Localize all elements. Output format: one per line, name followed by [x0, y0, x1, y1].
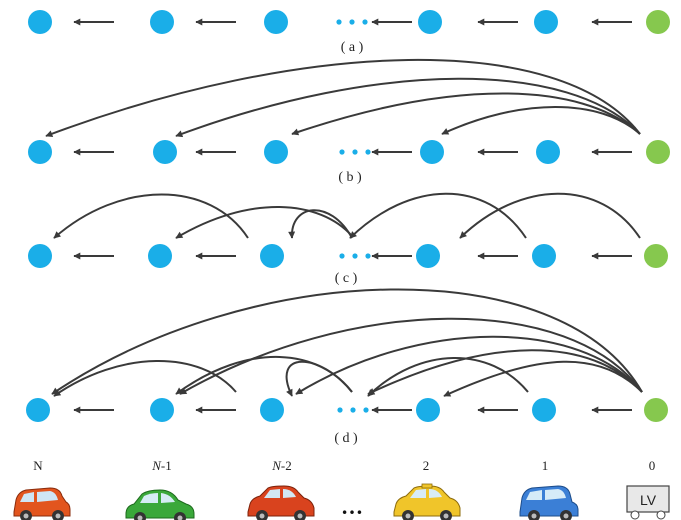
car-icon-N-1: [125, 489, 195, 520]
row-d-combined-arrows: [51, 288, 643, 397]
node-N1-c: [148, 244, 172, 268]
node-leader-c: [644, 244, 668, 268]
ellipsis-dots-b: [339, 149, 371, 155]
ellipsis-dots-d: [337, 407, 369, 413]
caption-b: ( b ): [338, 170, 362, 185]
label-vehicle-N: N: [33, 458, 43, 473]
node-N1-b: [153, 140, 177, 164]
caption-c: ( c ): [335, 271, 358, 286]
node-2-b: [420, 140, 444, 164]
label-vehicle-N-2: N-2: [271, 458, 292, 473]
node-N2-d: [260, 398, 284, 422]
node-leader-d: [644, 398, 668, 422]
label-vehicle-0: 0: [649, 458, 656, 473]
node-1-d: [532, 398, 556, 422]
car-icon-2: [393, 483, 461, 520]
node-N-a: [28, 10, 52, 34]
node-N2-a: [264, 10, 288, 34]
caption-d: ( d ): [334, 431, 358, 446]
label-vehicle-1: 1: [542, 458, 549, 473]
row-c-two-hop-arrows: [53, 192, 641, 239]
node-2-c: [416, 244, 440, 268]
car-icon-1: [519, 485, 579, 520]
node-N1-d: [150, 398, 174, 422]
leader-vehicle-label: LV: [640, 492, 657, 508]
node-N-b: [28, 140, 52, 164]
node-1-b: [536, 140, 560, 164]
row-d: ( d ): [26, 288, 668, 446]
node-1-a: [534, 10, 558, 34]
label-vehicle-N-1: N-1: [151, 458, 172, 473]
node-N-c: [28, 244, 52, 268]
caption-a: ( a ): [341, 40, 364, 55]
ellipsis-dots-c: [339, 253, 371, 259]
row-b: ( b ): [28, 59, 670, 185]
row-a: ( a ): [28, 10, 670, 55]
node-leader-b: [646, 140, 670, 164]
row-c: ( c ): [28, 192, 668, 286]
ellipsis-dots-a: [336, 19, 368, 25]
node-2-d: [416, 398, 440, 422]
node-N-d: [26, 398, 50, 422]
node-leader-a: [646, 10, 670, 34]
vehicle-labels: N N-1 N-2 2 1 0: [33, 458, 655, 473]
node-N2-b: [264, 140, 288, 164]
node-N1-a: [150, 10, 174, 34]
node-2-a: [418, 10, 442, 34]
row-b-leader-broadcast-arrows: [45, 59, 641, 138]
vehicle-row: … LV: [13, 483, 670, 520]
car-icon-N: [13, 487, 71, 520]
label-vehicle-2: 2: [423, 458, 430, 473]
vehicle-ellipsis: …: [341, 494, 363, 519]
leader-vehicle-box: LV: [626, 485, 670, 520]
car-icon-N-2: [247, 485, 315, 520]
node-N2-c: [260, 244, 284, 268]
node-1-c: [532, 244, 556, 268]
